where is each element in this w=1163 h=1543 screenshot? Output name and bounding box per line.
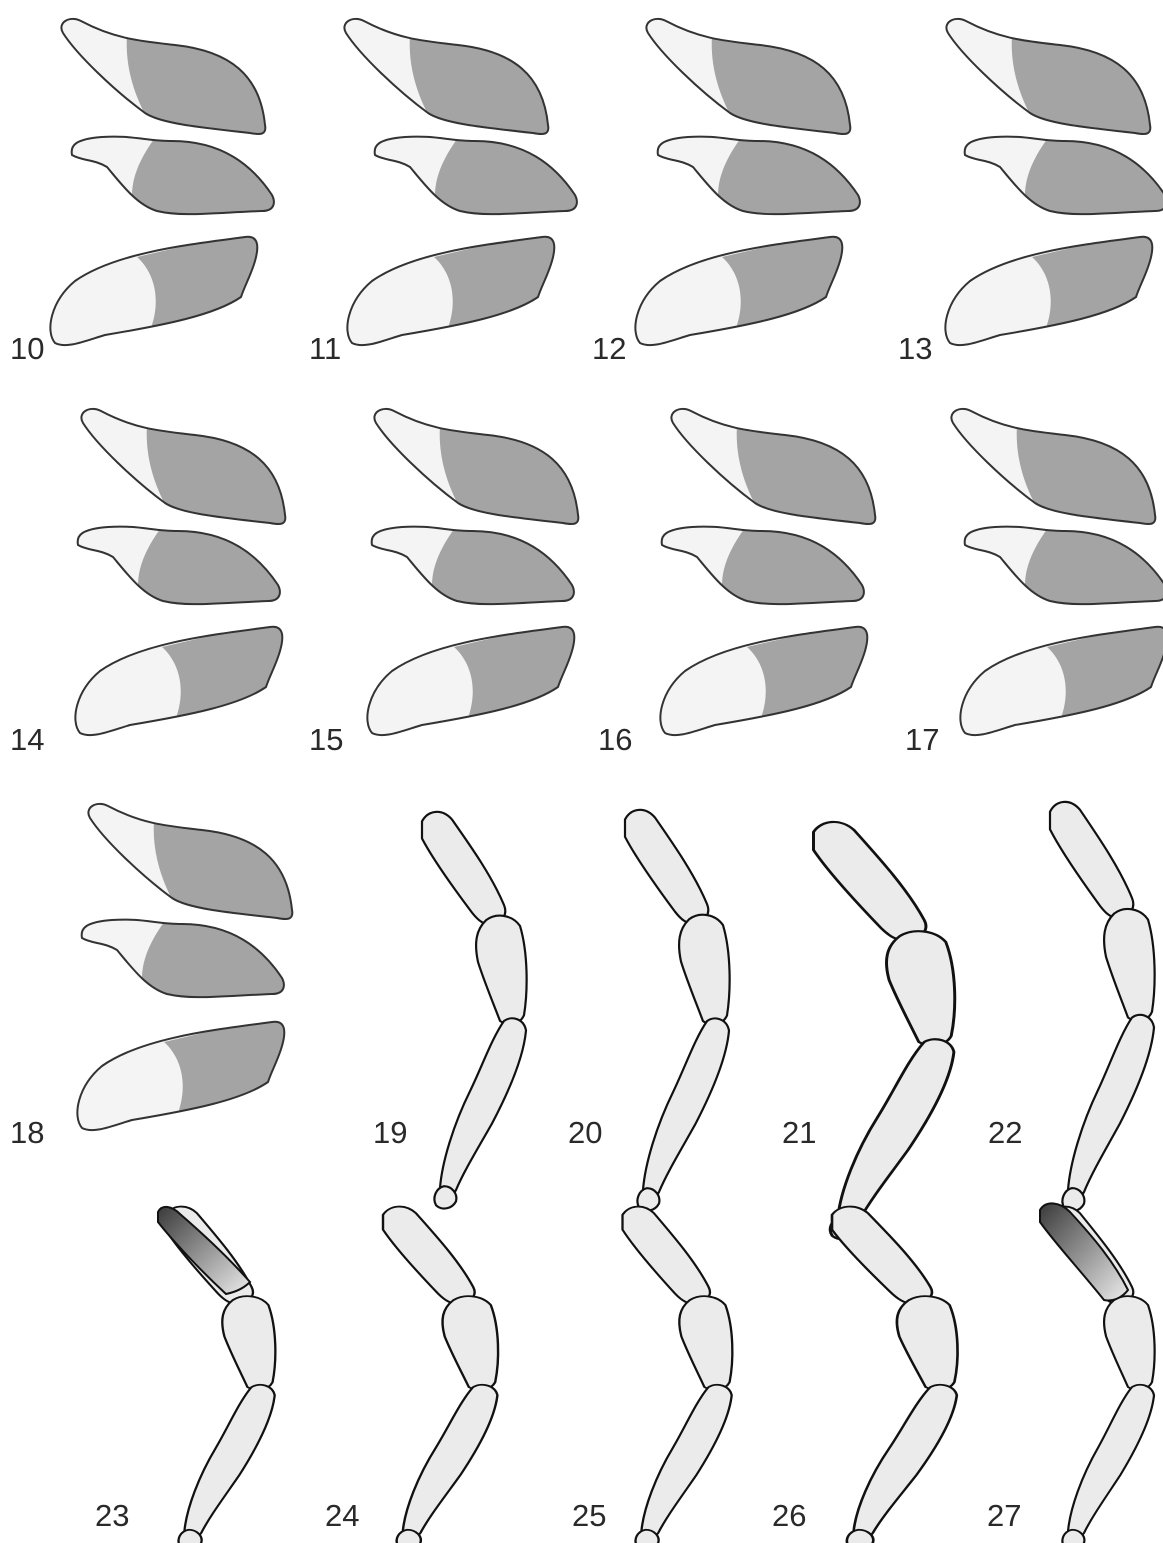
figure-label-22: 22: [988, 1117, 1022, 1148]
figure-label-11: 11: [309, 333, 341, 364]
elytra-figure-16: [660, 405, 895, 745]
leg-figure-24: [383, 1207, 498, 1543]
figure-label-23: 23: [95, 1500, 129, 1531]
elytra-figure-13: [945, 15, 1163, 355]
elytra-figure-14: [75, 405, 305, 745]
figure-label-18: 18: [10, 1117, 44, 1148]
figure-label-27: 27: [987, 1500, 1021, 1531]
figure-label-12: 12: [592, 333, 626, 364]
figure-label-13: 13: [898, 333, 932, 364]
figure-label-24: 24: [325, 1500, 359, 1531]
elytra-figure-17: [951, 405, 1163, 745]
elytra-figure-10: [50, 15, 292, 355]
figure-label-10: 10: [10, 333, 44, 364]
leg-figure-19: [422, 812, 527, 1209]
leg-figure-21: [814, 822, 955, 1240]
figure-label-20: 20: [568, 1117, 602, 1148]
leg-figure-26: [832, 1207, 958, 1543]
elytra-figure-11: [344, 15, 595, 355]
elytra-figure-18: [77, 800, 312, 1140]
elytra-figure-15: [367, 405, 598, 745]
leg-figure-25: [623, 1207, 733, 1543]
figure-label-14: 14: [10, 724, 44, 755]
figure-label-16: 16: [598, 724, 632, 755]
elytra-figure-12: [635, 15, 878, 355]
figure-label-25: 25: [572, 1500, 606, 1531]
figure-label-26: 26: [772, 1500, 806, 1531]
figure-label-17: 17: [905, 724, 939, 755]
figure-label-21: 21: [782, 1117, 816, 1148]
figure-label-15: 15: [309, 724, 343, 755]
leg-figure-20: [625, 810, 730, 1211]
figure-label-19: 19: [373, 1117, 407, 1148]
leg-figure-22: [1050, 802, 1155, 1211]
